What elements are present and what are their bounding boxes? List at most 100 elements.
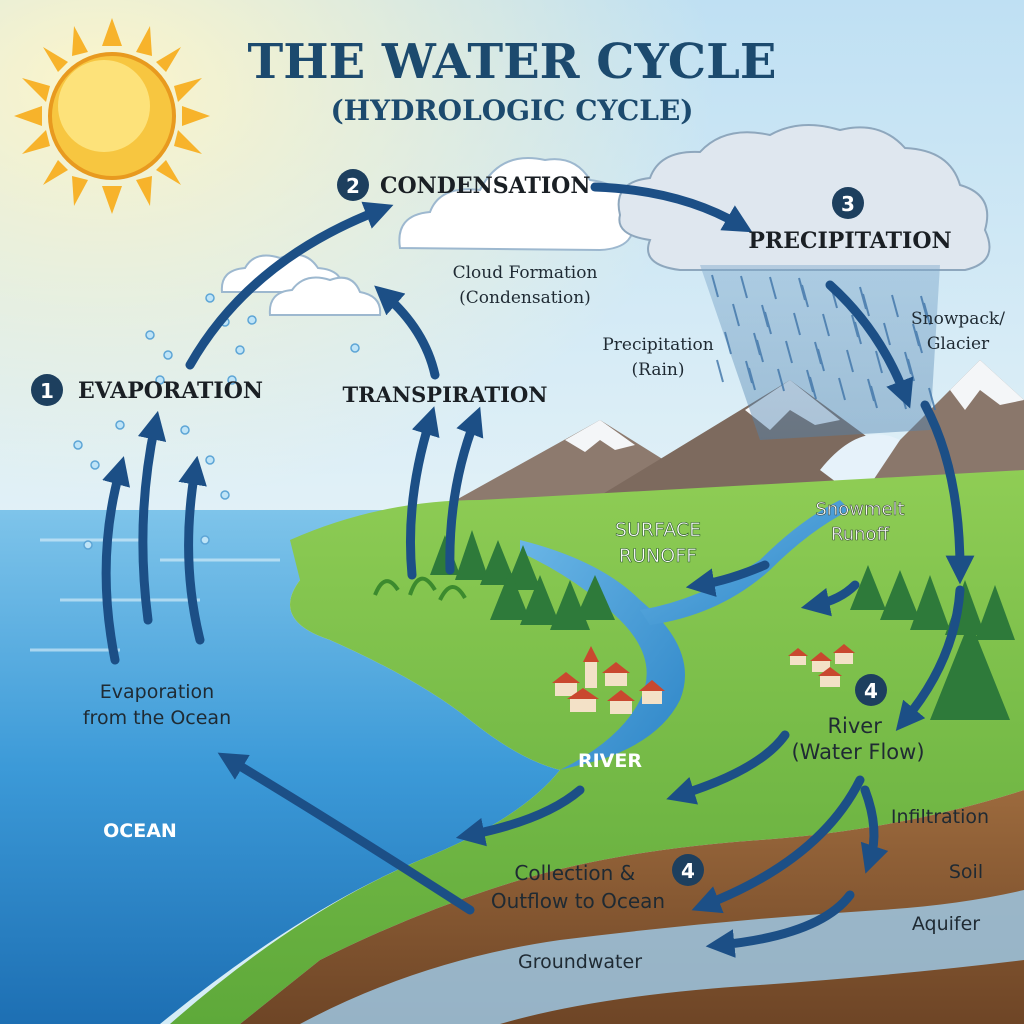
aquifer-layer <box>300 890 1024 1024</box>
label-groundwater: Groundwater <box>518 951 642 973</box>
raindrop <box>928 387 936 411</box>
label-aquifer: Aquifer <box>912 913 980 935</box>
label-cloud-formation: Cloud Formation <box>453 263 598 283</box>
raindrop <box>904 351 912 375</box>
raindrop <box>732 303 740 327</box>
raindrop <box>806 369 814 393</box>
raindrop <box>923 302 931 326</box>
droplet <box>155 375 165 385</box>
raindrop <box>846 349 854 373</box>
raindrop <box>883 322 891 346</box>
label-evap-ocean: Evaporation <box>100 681 214 703</box>
stage-badge-precipitation: 3 <box>832 187 864 219</box>
ocean-shimmer <box>30 538 280 652</box>
stage-label-evaporation: EVAPORATION <box>78 378 263 404</box>
raindrop <box>745 360 753 384</box>
raindrop <box>785 340 793 364</box>
stage-label-condensation: CONDENSATION <box>380 173 590 199</box>
ocean-body <box>0 510 560 1024</box>
droplet <box>205 455 215 465</box>
raindrop <box>748 367 756 391</box>
raindrop <box>870 385 878 409</box>
stage-label-collection: Collection & Outflow to Ocean <box>491 861 665 913</box>
sun-icon <box>14 18 210 214</box>
droplet <box>83 540 93 550</box>
stage-badge-condensation: 2 <box>337 169 369 201</box>
droplet <box>205 293 215 303</box>
droplet <box>200 535 210 545</box>
arrow-icon <box>101 182 975 958</box>
raindrop <box>753 332 761 356</box>
label-infiltration: Infiltration <box>891 806 989 828</box>
raindrop <box>854 321 862 345</box>
raindrop <box>716 359 724 383</box>
raindrop <box>867 378 875 402</box>
label-snowpack-sub: Glacier <box>927 334 990 354</box>
stage-badge-river: 4 <box>855 674 887 706</box>
droplet <box>350 343 360 353</box>
river-body <box>520 540 685 770</box>
raindrop <box>740 275 748 299</box>
page-title: THE WATER CYCLE <box>248 34 777 90</box>
droplet <box>115 420 125 430</box>
raindrop <box>761 304 769 328</box>
stage-badge-evaporation: 1 <box>31 374 63 406</box>
label-snowpack: Snowpack/ <box>911 309 1005 329</box>
label-snowmelt: Snowmelt <box>815 499 904 520</box>
raindrop <box>809 376 817 400</box>
svg-text:4: 4 <box>681 859 695 883</box>
raindrop <box>764 311 772 335</box>
raindrop <box>793 312 801 336</box>
label-ocean: OCEAN <box>103 820 177 842</box>
stage-label-precipitation: PRECIPITATION <box>748 228 951 254</box>
svg-text:3: 3 <box>841 192 855 216</box>
label-river: RIVER <box>578 750 642 772</box>
raindrop <box>891 294 899 318</box>
raindrop <box>798 277 806 301</box>
plant-icon <box>373 576 467 601</box>
stage-label-river: River (Water Flow) <box>791 714 924 764</box>
raindrop <box>822 313 830 337</box>
raindrop <box>851 314 859 338</box>
raindrop <box>920 295 928 319</box>
raindrop <box>801 284 809 308</box>
raindrop <box>915 330 923 354</box>
raindrop <box>817 348 825 372</box>
raindrop <box>756 339 764 363</box>
raindrop <box>862 293 870 317</box>
droplet <box>220 490 230 500</box>
raindrop <box>912 323 920 347</box>
water-droplet-icon <box>73 293 360 550</box>
tree-icon <box>430 530 1015 720</box>
raindrop <box>777 368 785 392</box>
label-evap-ocean-sub: from the Ocean <box>83 707 231 729</box>
svg-text:4: 4 <box>864 679 878 703</box>
label-surface-runoff: SURFACE <box>615 519 701 541</box>
raindrop <box>875 350 883 374</box>
river-upper <box>640 500 850 625</box>
raindrop <box>769 276 777 300</box>
droplet <box>247 315 257 325</box>
droplet <box>90 460 100 470</box>
label-transpiration: TRANSPIRATION <box>343 382 548 407</box>
droplet <box>145 330 155 340</box>
droplet <box>163 350 173 360</box>
label-snowmelt-sub: Runoff <box>831 524 890 545</box>
droplet <box>180 425 190 435</box>
page-subtitle: (HYDROLOGIC CYCLE) <box>330 94 693 127</box>
rain-icon <box>700 265 940 440</box>
raindrop <box>814 341 822 365</box>
svg-text:2: 2 <box>346 174 360 198</box>
stage-badge-collection: 4 <box>672 854 704 886</box>
raindrop <box>724 331 732 355</box>
raindrop <box>838 377 846 401</box>
raindrop <box>859 286 867 310</box>
storm-cloud-icon <box>617 124 991 271</box>
label-cloud-formation-sub: (Condensation) <box>459 288 591 308</box>
label-soil: Soil <box>949 861 983 883</box>
svg-text:1: 1 <box>40 379 54 403</box>
droplet <box>235 345 245 355</box>
label-surface-runoff-sub: RUNOFF <box>619 545 697 567</box>
cloud-icon <box>220 157 635 316</box>
